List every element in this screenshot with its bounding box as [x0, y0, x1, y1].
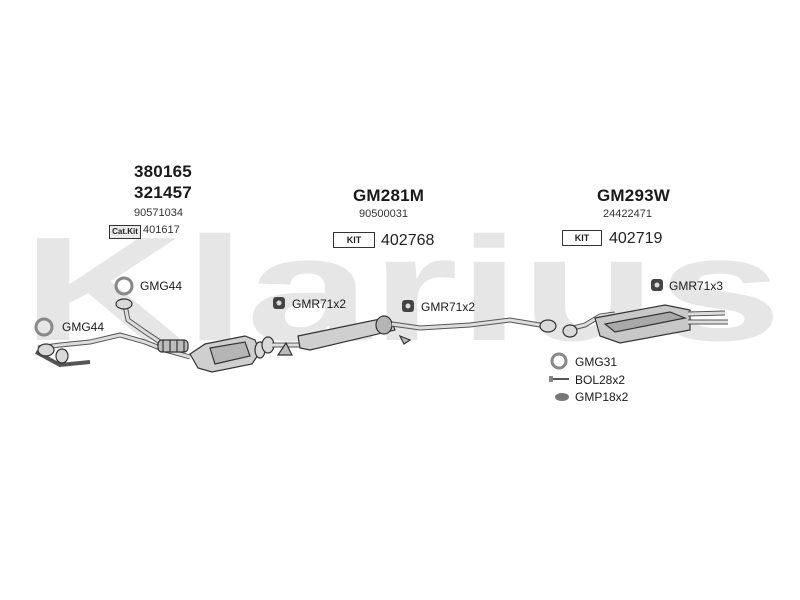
gasket-ring-icon [114, 276, 134, 296]
bolt-icon [549, 376, 569, 382]
cat-kit-badge: Cat.Kit [109, 225, 141, 239]
rear-silencer-icon [562, 304, 728, 344]
fitting-label: GMR71x2 [292, 297, 347, 311]
kit-badge: KIT [562, 230, 602, 246]
fitting-label: BOL28x2 [575, 373, 626, 387]
part-number: 380165 [134, 162, 192, 181]
middle-silencer-icon [261, 315, 557, 356]
kit-number: 402719 [609, 230, 663, 247]
fitting-label: GMP18x2 [575, 390, 629, 404]
part-number: 321457 [134, 183, 192, 202]
part-number: GM281M [353, 186, 425, 205]
oe-number: 24422471 [603, 208, 652, 220]
fitting-label: GMG31 [575, 355, 618, 369]
fitting-label: GMG44 [62, 320, 105, 334]
gasket-ring-icon [34, 317, 54, 337]
kit-number: 402768 [381, 232, 435, 249]
part-number: GM293W [597, 186, 670, 205]
fitting-label: GMR71x3 [669, 279, 724, 293]
fitting-label: GMG44 [140, 279, 183, 293]
oe-number: 90500031 [359, 208, 408, 220]
kit-badge: KIT [333, 232, 375, 248]
catalytic-converter-icon [189, 335, 266, 373]
rubber-mount-icon [273, 297, 285, 309]
kit-number: 401617 [143, 224, 180, 236]
rubber-mount-icon [651, 279, 663, 291]
rubber-mount-icon [402, 300, 414, 312]
oe-number: 90571034 [134, 207, 183, 219]
gasket-ring-icon [550, 352, 568, 370]
clamp-pad-icon [555, 393, 569, 401]
y-pipe-icon [115, 298, 189, 353]
fitting-label: GMR71x2 [421, 300, 476, 314]
